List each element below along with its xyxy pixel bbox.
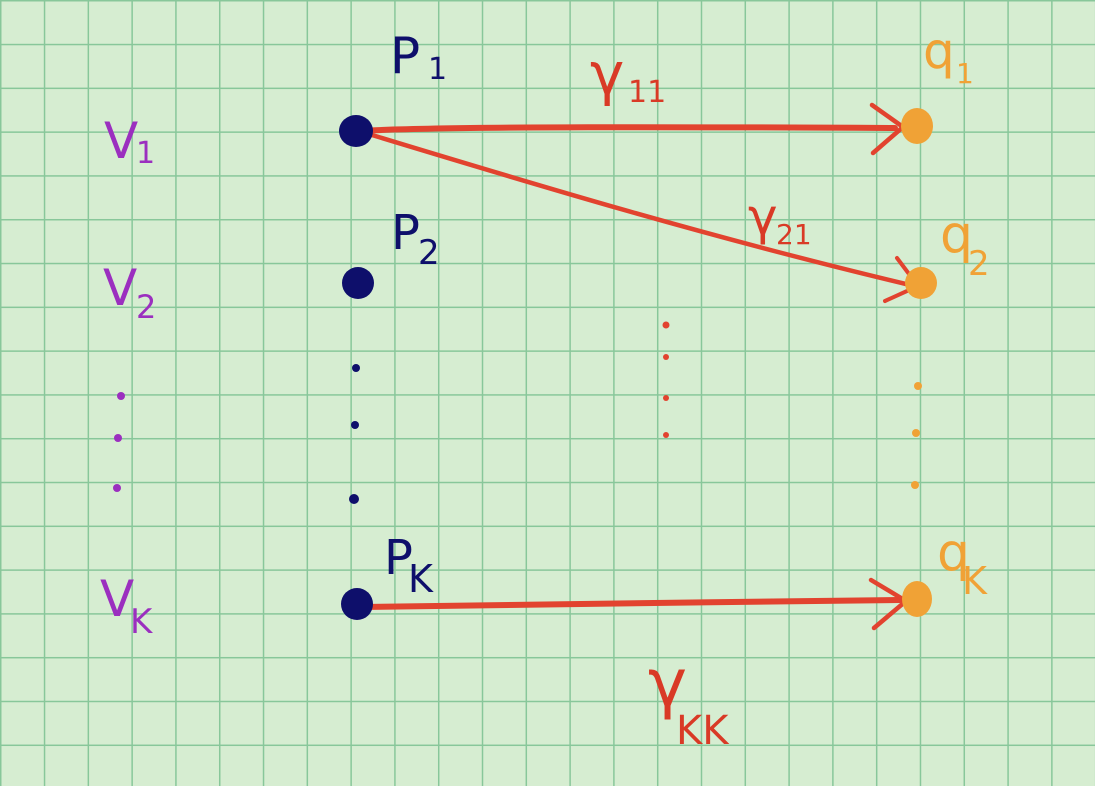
point-pk [341, 588, 373, 620]
q1-sub: 1 [956, 57, 974, 90]
label-v1: V 1 [104, 112, 155, 171]
vk-sub: K [130, 602, 154, 642]
p1-sub: 1 [428, 52, 447, 87]
gamma-kk-sub: KK [676, 708, 730, 754]
p-ellipsis-dot [349, 494, 359, 504]
label-p2: P 2 [391, 205, 440, 273]
arrow-gamma-kk [357, 597, 903, 610]
gamma-ellipsis-dot [662, 321, 670, 329]
point-p2 [342, 267, 374, 299]
p2-base: P [391, 205, 420, 261]
v1-sub: 1 [136, 136, 155, 171]
gamma-21-base: γ [748, 188, 778, 246]
gamma-kk-base: γ [648, 645, 687, 722]
gamma-11-sub: 11 [628, 75, 666, 110]
arrow-gamma-21 [359, 129, 913, 288]
q-ellipsis-dot [911, 481, 919, 489]
arrow-gamma-11 [355, 124, 898, 134]
label-gamma-21: γ 21 [748, 188, 812, 251]
arrow-gamma-kk-head [868, 577, 909, 631]
point-q2 [905, 267, 937, 299]
label-vk: V K [100, 570, 154, 642]
q2-base: q [940, 205, 973, 265]
label-gamma-11: γ 11 [590, 40, 666, 110]
vk-base: V [100, 570, 134, 628]
gamma-ellipsis-dot [663, 432, 669, 438]
q-ellipsis-dot [914, 382, 922, 390]
point-qk [902, 581, 932, 617]
gamma-ellipsis-dot [663, 395, 669, 401]
v2-sub: 2 [136, 288, 156, 326]
gamma-ellipsis-dot [663, 354, 669, 360]
label-gamma-kk: γ KK [648, 645, 730, 754]
p1-base: P [390, 27, 420, 85]
point-p1 [339, 115, 373, 147]
v-ellipsis-dot [113, 484, 121, 492]
label-v2: V 2 [103, 259, 156, 326]
v1-base: V [104, 112, 138, 170]
q-ellipsis-dot [912, 429, 920, 437]
v-ellipsis-dot [114, 434, 122, 442]
point-q1 [901, 108, 933, 144]
label-q2: q 2 [940, 205, 990, 284]
label-q1: q 1 [923, 22, 974, 90]
label-pk: P K [384, 530, 434, 601]
p2-sub: 2 [418, 233, 440, 273]
v-ellipsis-dot [117, 392, 125, 400]
gamma-21-sub: 21 [776, 218, 812, 251]
gamma-11-base: γ [590, 40, 624, 108]
p-ellipsis-dot [351, 421, 359, 429]
label-qk: q K [937, 523, 988, 603]
q1-base: q [923, 22, 955, 80]
qk-sub: K [962, 559, 988, 603]
p-ellipsis-dot [352, 364, 360, 372]
qk-base: q [937, 523, 970, 583]
pk-sub: K [408, 557, 434, 601]
v2-base: V [103, 259, 137, 317]
q2-sub: 2 [968, 244, 990, 284]
pk-base: P [384, 530, 413, 586]
label-p1: P 1 [390, 27, 447, 87]
